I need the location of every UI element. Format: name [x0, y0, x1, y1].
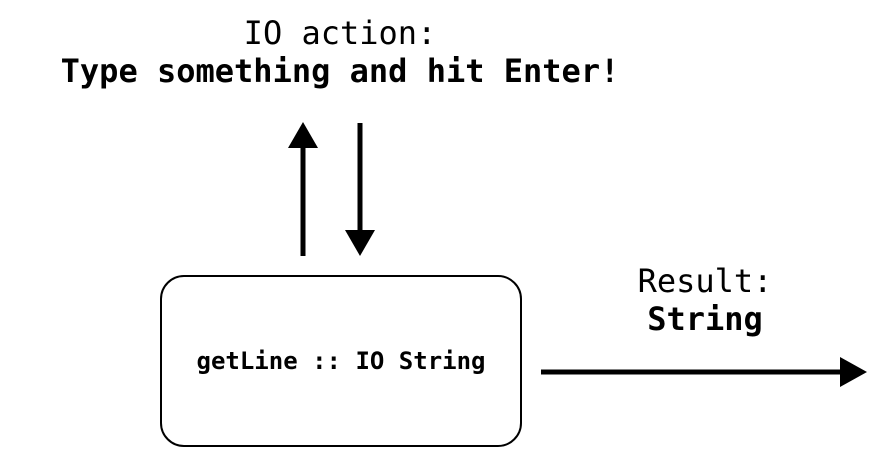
down-arrow — [345, 123, 375, 256]
result-caption: Result: String — [590, 262, 820, 339]
result-arrow — [541, 357, 867, 387]
getline-function-box: getLine :: IO String — [160, 275, 522, 447]
result-label: Result: — [637, 262, 773, 300]
io-action-prompt: Type something and hit Enter! — [60, 52, 620, 91]
result-type: String — [647, 300, 763, 339]
function-signature: getLine :: IO String — [196, 347, 486, 375]
io-action-caption: IO action: Type something and hit Enter! — [0, 14, 680, 91]
io-action-label: IO action: — [243, 14, 437, 52]
up-arrow — [288, 122, 318, 256]
